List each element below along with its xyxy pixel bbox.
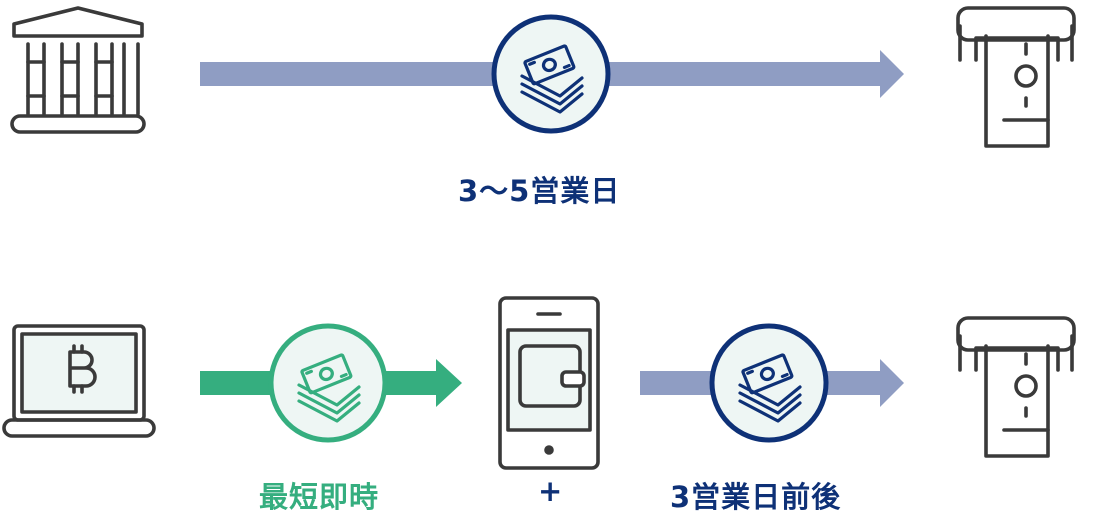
duration-label-crypto: 最短即時 xyxy=(259,480,380,514)
money-coin-2 xyxy=(709,323,829,443)
duration-label-fiat: 3営業日前後 xyxy=(670,480,842,514)
bank-icon xyxy=(10,6,146,134)
duration-label-bank: 3〜5営業日 xyxy=(458,174,621,208)
atm-cash-icon-bottom xyxy=(956,316,1076,458)
laptop-bitcoin-icon xyxy=(2,324,156,438)
phone-wallet-icon xyxy=(498,296,600,470)
atm-cash-icon-top xyxy=(956,6,1076,148)
money-coin-1 xyxy=(491,14,611,134)
money-coin-green xyxy=(268,323,388,443)
plus-label: + xyxy=(538,474,564,508)
